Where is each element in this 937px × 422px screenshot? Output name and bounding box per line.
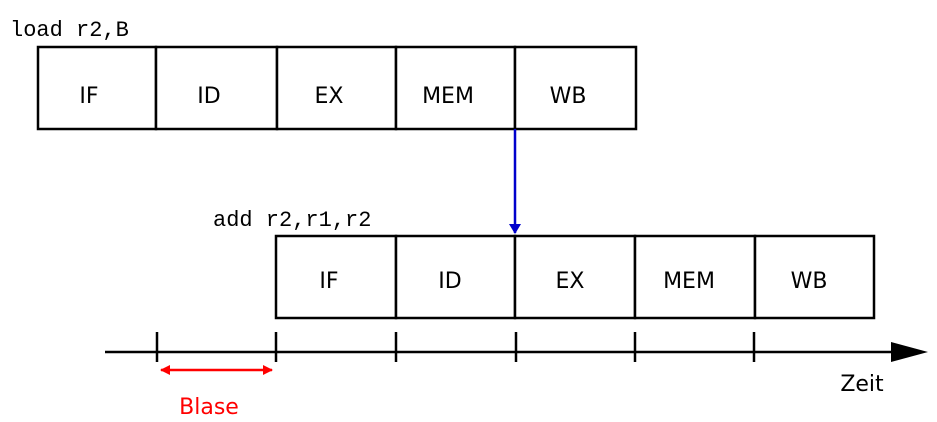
- stage-box: [753, 234, 876, 320]
- stage-box: [275, 45, 398, 131]
- stage-box: [154, 45, 279, 131]
- instruction2-label: add r2,r1,r2: [213, 208, 371, 233]
- stage-label-if: IF: [319, 269, 338, 294]
- stage-label-id: ID: [197, 84, 220, 109]
- instruction2-pipeline: IF ID EX MEM WB: [274, 234, 876, 320]
- stage-label-wb: WB: [791, 269, 828, 294]
- time-axis: Zeit: [105, 332, 928, 397]
- bubble-label: Blase: [179, 395, 239, 420]
- bubble-indicator: Blase: [160, 365, 273, 420]
- stage-box: [513, 45, 638, 131]
- stage-label-ex: EX: [556, 269, 585, 294]
- stage-label-mem: MEM: [663, 269, 715, 294]
- time-axis-arrowhead: [891, 342, 928, 362]
- stage-label-wb: WB: [550, 84, 587, 109]
- time-axis-label: Zeit: [840, 372, 884, 397]
- stage-label-mem: MEM: [422, 84, 474, 109]
- stage-box: [633, 234, 757, 320]
- stage-label-id: ID: [438, 269, 461, 294]
- instruction1-label: load r2,B: [10, 18, 129, 43]
- stage-label-if: IF: [79, 84, 98, 109]
- stage-box: [36, 45, 158, 131]
- stage-label-ex: EX: [315, 84, 344, 109]
- instruction1-pipeline: IF ID EX MEM WB: [36, 45, 638, 131]
